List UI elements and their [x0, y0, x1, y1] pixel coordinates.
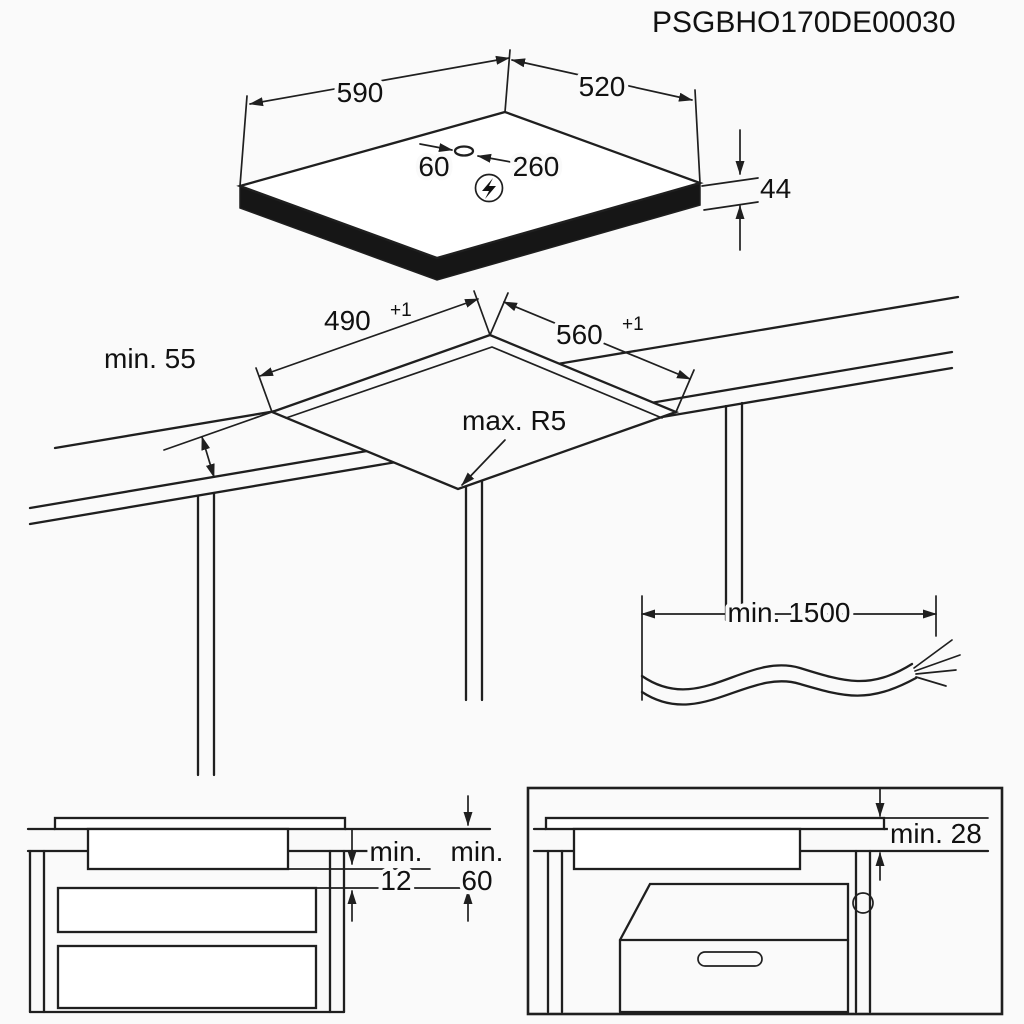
cabinet-side-right [854, 849, 872, 1014]
hob-top-face [236, 110, 704, 260]
oven-knob [852, 892, 874, 914]
hob-isometric-view: 590 520 44 60 260 [236, 49, 795, 281]
part-number: PSGBHO170DE00030 [652, 6, 956, 39]
drawer-clearance-section: min. 12 min. 60 [26, 795, 507, 1014]
edge-clearance-label: min. 55 [104, 343, 196, 374]
cabinet-side-left [28, 849, 46, 1014]
dimension-arrow-590 [249, 55, 510, 107]
hob-glass [544, 816, 886, 831]
extension-line [255, 367, 273, 413]
extension-line [701, 177, 759, 187]
gap-below-worktop-value: 60 [461, 865, 492, 896]
hob-depth-label: 520 [579, 71, 626, 102]
section-border [526, 786, 1004, 1016]
cable-wire-ends [913, 639, 961, 687]
gap-to-oven-label: min. 28 [890, 818, 982, 849]
dimension-arrow-490 [259, 298, 479, 377]
drawer-front-top [56, 886, 318, 934]
cable-outline-bottom [640, 676, 918, 706]
connection-point [453, 145, 475, 157]
extension-line [703, 201, 759, 211]
connection-offset-b-label: 260 [513, 151, 560, 182]
cutout-width-label: 560 [556, 319, 603, 350]
extension-line [675, 369, 695, 413]
hob-glass [53, 816, 347, 831]
cutout-depth-label: 490 [324, 305, 371, 336]
gap-below-hob-label: min. [370, 836, 423, 867]
extension-line [473, 290, 491, 336]
extension-line [489, 292, 509, 336]
hob-body [86, 827, 290, 871]
corner-radius-label: max. R5 [462, 405, 566, 436]
cutout-edge-extension-line [163, 411, 273, 451]
dimension-arrow-520 [511, 58, 693, 102]
worktop-cutout-view: 490 +1 560 +1 min. 55 max. R5 [28, 290, 960, 777]
table-leg-left [196, 491, 216, 777]
radius-arrow [461, 439, 506, 486]
oven-clearance-section: min. 28 [526, 786, 1004, 1016]
table-leg-right [724, 401, 744, 622]
cable-length-label: min. 1500 [728, 597, 851, 628]
table-leg-middle [464, 445, 484, 702]
gap-below-hob-value: 12 [380, 865, 411, 896]
oven-door-handle [697, 951, 763, 967]
hob-body [572, 827, 802, 871]
dimension-arrow-60 [419, 143, 453, 153]
cutout-thickness-line [285, 346, 663, 419]
lightning-bolt-icon [482, 178, 496, 199]
hob-width-label: 590 [337, 77, 384, 108]
connection-offset-a-label: 60 [418, 151, 449, 182]
extension-line [239, 95, 248, 187]
dimension-arrow-min55 [201, 436, 215, 478]
electric-connection-icon [474, 173, 504, 203]
hob-height-label: 44 [760, 173, 791, 204]
dimension-arrow-560 [503, 301, 691, 380]
extension-line [694, 89, 701, 184]
cabinet-side-right [328, 849, 346, 1014]
cutout-depth-tolerance: +1 [390, 300, 412, 321]
drawer-front-bottom [56, 944, 318, 1010]
cable-length-view: min. 1500 [640, 593, 961, 706]
cutout-width-tolerance: +1 [622, 314, 644, 335]
cable-outline-top [640, 662, 914, 691]
gap-below-worktop-label: min. [451, 836, 504, 867]
oven-outline [618, 882, 850, 1014]
cabinet-side-left [546, 849, 564, 1014]
dimension-arrow-260 [477, 153, 545, 169]
